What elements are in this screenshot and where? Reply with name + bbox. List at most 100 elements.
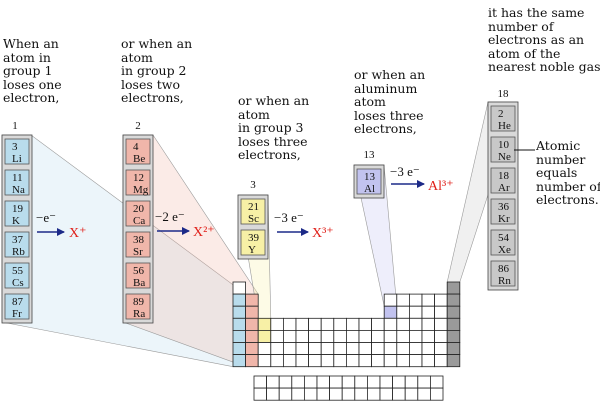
f-block-cell [253, 375, 268, 389]
table-cell [371, 342, 385, 356]
caption-group1: When an atom in group 1 loses one electr… [3, 36, 62, 105]
atomic-number: 4 [133, 141, 139, 153]
atomic-number: 86 [498, 263, 510, 275]
element-tile [4, 169, 30, 196]
element-symbol: He [498, 120, 511, 132]
table-cell [446, 354, 461, 368]
element-symbol: Na [12, 184, 25, 196]
table-cell [396, 354, 410, 368]
table-cell [320, 329, 335, 343]
f-block-cell [429, 375, 444, 389]
table-cell [232, 354, 247, 368]
ion-label: Al³⁺ [428, 179, 454, 194]
element-tile [4, 293, 30, 320]
table-cell [232, 342, 247, 356]
element-tile [4, 231, 30, 258]
table-cell [295, 329, 310, 343]
reaction-1: −e⁻X⁺ [36, 210, 87, 241]
table-cell [232, 281, 247, 295]
group-label-2: 2 [135, 120, 141, 132]
electron-loss-label: −2 e⁻ [155, 209, 185, 224]
element-symbol: Sr [133, 246, 143, 258]
table-cell [446, 329, 461, 343]
table-cell [320, 317, 335, 331]
f-block-cell [404, 387, 419, 401]
table-cell [232, 317, 247, 331]
table-cell [282, 329, 297, 343]
table-cell [446, 305, 461, 319]
atomic-number: 10 [498, 139, 510, 151]
f-block-cell [278, 375, 293, 389]
table-cell [257, 317, 272, 331]
f-block-cell [429, 387, 444, 401]
table-cell [421, 329, 436, 343]
atomic-number: 39 [248, 232, 260, 244]
table-cell [396, 293, 410, 307]
table-cell [383, 317, 398, 331]
table-cell [345, 317, 360, 331]
f-block-cell [354, 387, 368, 401]
table-cell [408, 354, 423, 368]
table-cell [383, 329, 398, 343]
element-tile [125, 293, 151, 320]
table-cell [421, 305, 436, 319]
atomic-number: 18 [498, 170, 510, 182]
f-block-cell [341, 375, 356, 389]
reaction-2: −2 e⁻X²⁺ [155, 209, 215, 240]
f-block-cell [253, 387, 268, 401]
table-cell [308, 317, 322, 331]
f-block-cell [266, 387, 280, 401]
f-block-cell [316, 375, 331, 389]
electron-loss-label: −3 e⁻ [274, 210, 304, 225]
table-cell [408, 342, 423, 356]
table-cell [358, 317, 373, 331]
element-column-frame [122, 134, 154, 324]
element-symbol: Ne [498, 151, 511, 163]
f-block-cell [291, 375, 305, 389]
element-tile [125, 231, 151, 258]
f-block-cell [303, 387, 318, 401]
table-cell [446, 293, 461, 307]
element-symbol: Li [12, 153, 22, 165]
f-block-cell [379, 387, 394, 401]
table-cell [270, 342, 284, 356]
f-block-cell [303, 375, 318, 389]
table-cell [308, 354, 322, 368]
table-cell [245, 329, 259, 343]
element-tile [125, 169, 151, 196]
table-cell [421, 342, 436, 356]
atomic-number: 2 [498, 108, 504, 120]
table-cell [396, 317, 410, 331]
table-cell [396, 342, 410, 356]
table-cell [333, 317, 347, 331]
table-cell [446, 342, 461, 356]
element-symbol: Ar [498, 182, 510, 194]
caption-aluminum: or when an aluminum atom loses three ele… [354, 67, 426, 136]
caption-group3: or when an atom in group 3 loses three e… [238, 93, 310, 162]
atomic-number: 54 [498, 232, 510, 244]
atomic-number: 56 [133, 265, 145, 277]
table-cell [333, 329, 347, 343]
atomic-number: 11 [12, 172, 23, 184]
table-cell [371, 317, 385, 331]
table-cell [295, 342, 310, 356]
reaction-3: −3 e⁻X³⁺ [274, 210, 334, 241]
table-cell [245, 305, 259, 319]
table-cell [371, 329, 385, 343]
atomic-number: 37 [12, 234, 24, 246]
element-tile [4, 138, 30, 165]
element-tile [125, 200, 151, 227]
atomic-number: 12 [133, 172, 144, 184]
table-cell [320, 342, 335, 356]
f-block-cell [417, 375, 431, 389]
table-cell [434, 293, 448, 307]
table-cell [320, 354, 335, 368]
table-cell [282, 317, 297, 331]
f-block-cell [392, 375, 406, 389]
table-cell [421, 293, 436, 307]
